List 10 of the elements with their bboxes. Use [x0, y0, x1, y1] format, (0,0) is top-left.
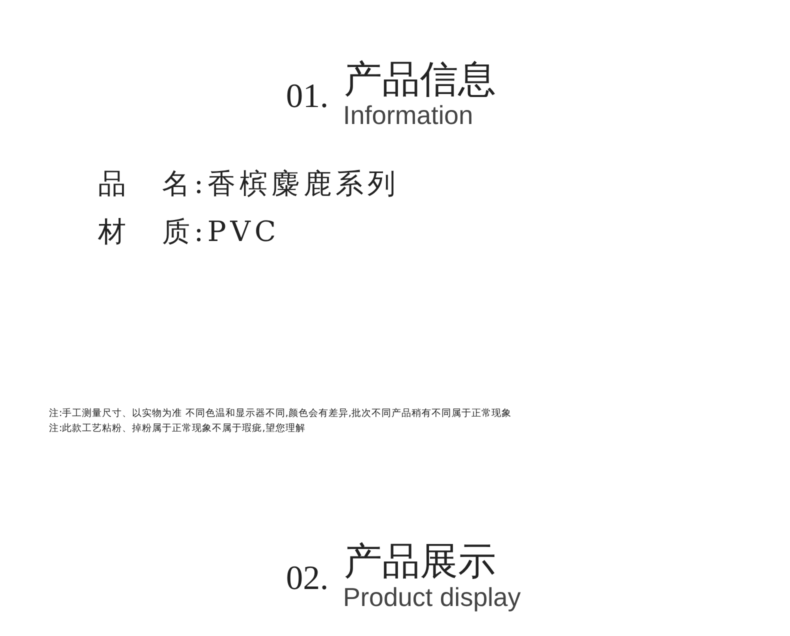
section-heading: 产品展示 — [344, 542, 496, 580]
note-text: 注:此款工艺粘粉、掉粉属于正常现象不属于瑕疵,望您理解 — [49, 424, 306, 434]
section-subheading: Product display — [343, 584, 521, 610]
section-number: 02. — [286, 562, 328, 596]
material-text: 材 质:PVC — [98, 218, 280, 246]
note-text: 注:手工测量尺寸、以实物为准 不同色温和显示器不同,颜色会有差异,批次不同产品稍有不同属于正常现象 — [49, 409, 512, 419]
section-number: 01. — [286, 80, 328, 114]
section-subheading: Information — [343, 102, 474, 128]
product-name-text: 品 名:香槟麋鹿系列 — [98, 170, 400, 198]
section-heading: 产品信息 — [344, 60, 496, 98]
